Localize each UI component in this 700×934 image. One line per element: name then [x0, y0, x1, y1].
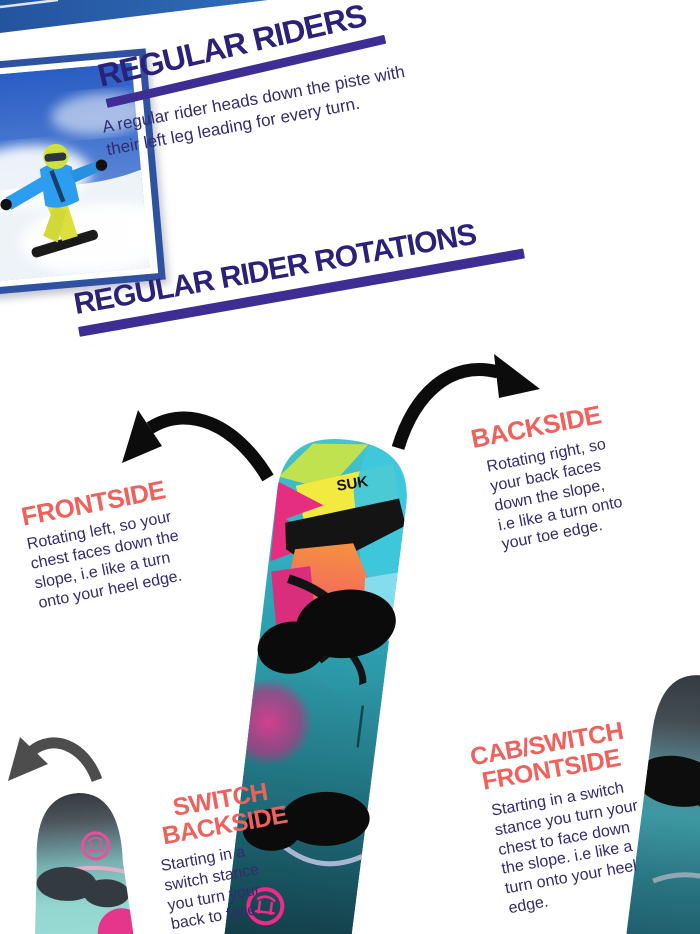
card-switch-backside: SWITCH BACKSIDE Starting in a switch sta… — [135, 772, 324, 934]
rotate-left-arrow-icon — [122, 410, 274, 482]
snowboarder-figure — [0, 143, 108, 258]
backside-body: Rotating right, so your back faces down … — [485, 435, 624, 554]
footprint-icon — [36, 866, 130, 908]
footprint-icon — [242, 791, 370, 851]
banner-pinstripe — [0, 0, 59, 9]
switch-backside-title: SWITCH BACKSIDE — [159, 777, 290, 851]
card-frontside: FRONTSIDE Rotating left, so your chest f… — [19, 466, 237, 613]
board-brand-logo-icon — [81, 831, 111, 861]
snowboarder-photo — [0, 48, 166, 296]
board-brand-logo-icon — [246, 887, 285, 926]
snowboarder-photo-art — [0, 62, 152, 282]
snowboard-switch-right — [618, 664, 700, 934]
card-cab-switch-frontside: CAB/SWITCH FRONTSIDE Starting in a switc… — [450, 715, 670, 925]
banner-shape — [0, 0, 268, 33]
card-backside: BACKSIDE Rotating right, so your back fa… — [468, 396, 651, 557]
snowboard-switch-left — [20, 781, 141, 934]
footprint-icon — [257, 589, 396, 674]
switch-rotate-arrow-icon — [8, 737, 103, 783]
snowboard-center: SUK — [212, 421, 424, 934]
board-graffiti-text: SUK — [335, 473, 369, 495]
footprint-icon — [635, 755, 700, 816]
header-banner-stripe — [0, 0, 268, 33]
